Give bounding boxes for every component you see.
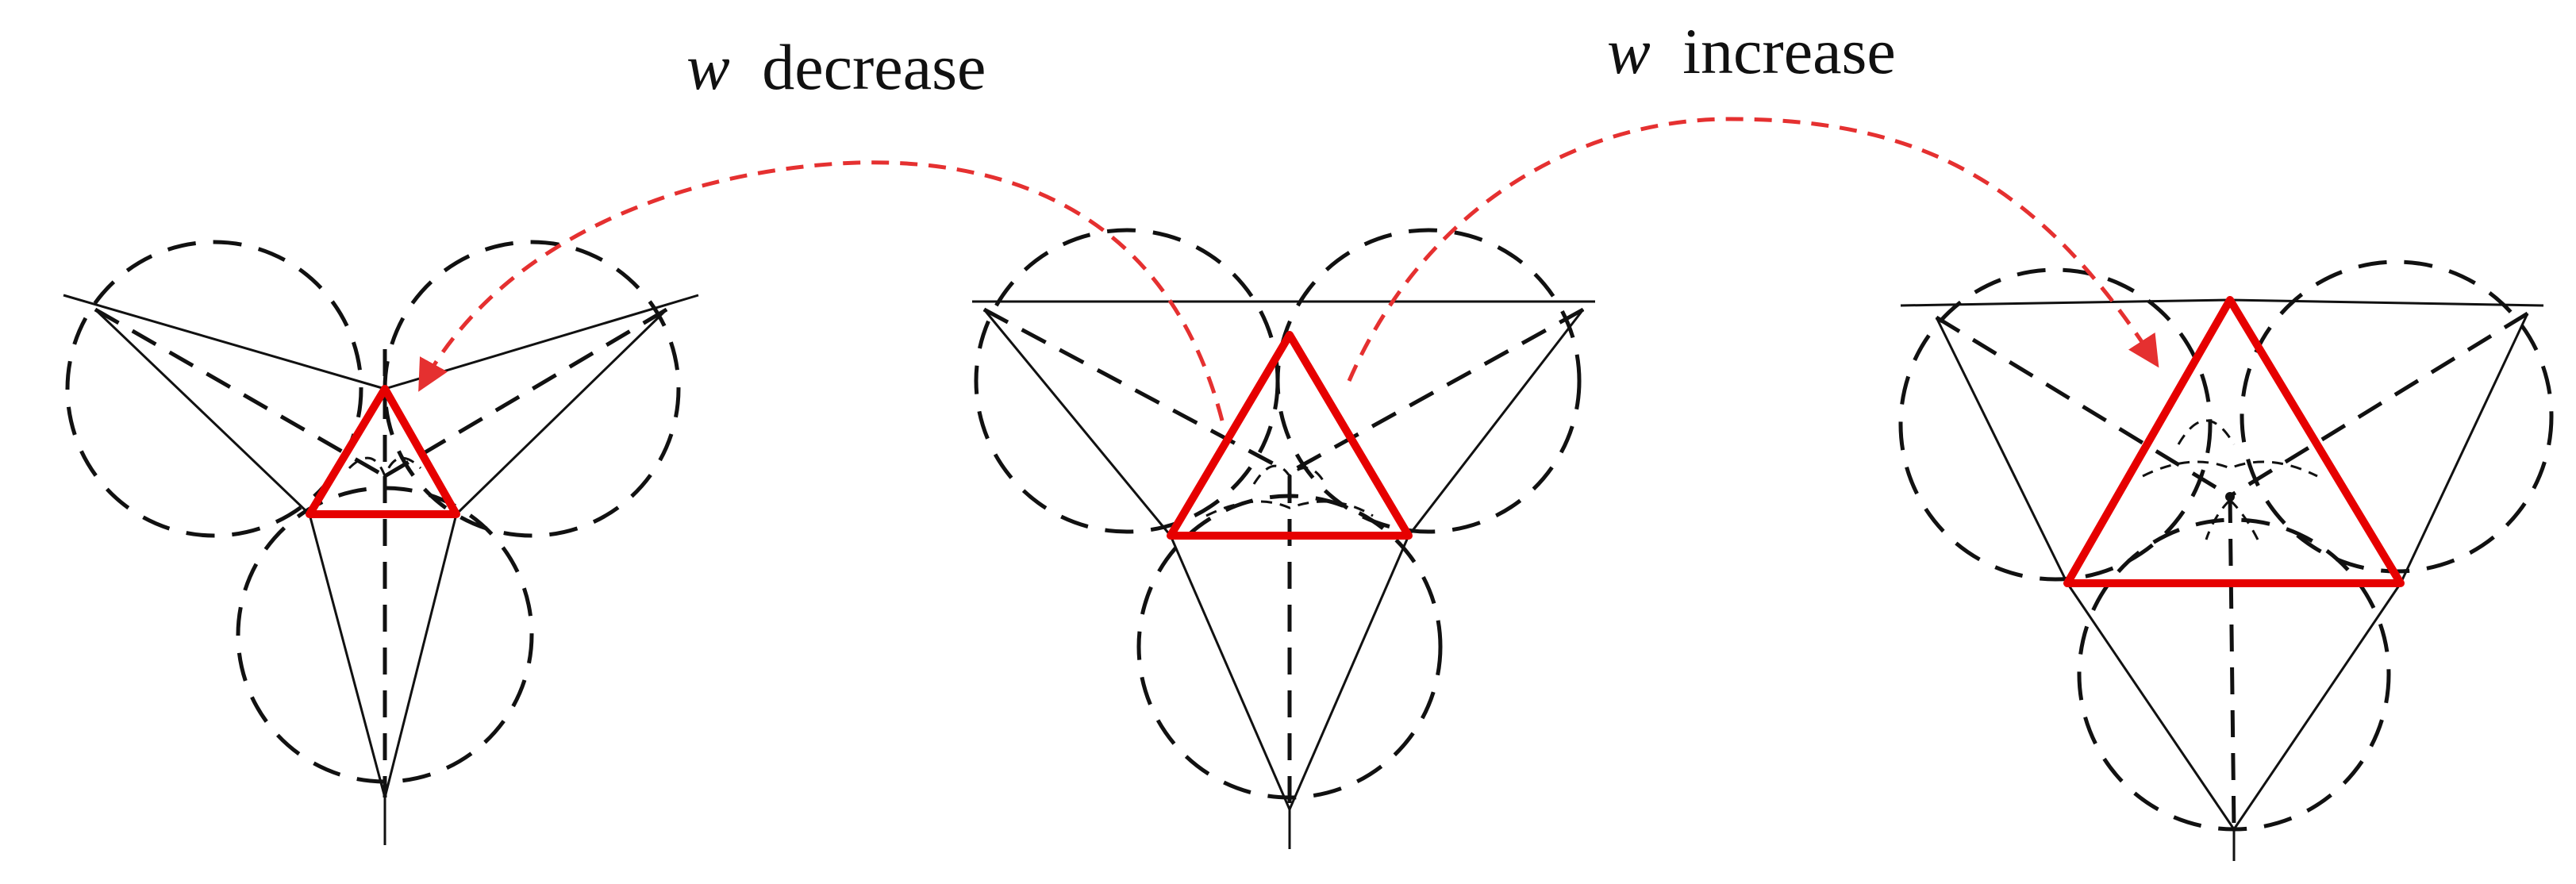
dashed-line xyxy=(1288,307,1585,475)
decrease-label-var: w xyxy=(686,31,730,103)
solid-line xyxy=(2229,298,2544,307)
panel-left xyxy=(63,240,699,845)
transition-arrows xyxy=(418,117,2159,421)
solid-line xyxy=(384,294,699,390)
circle xyxy=(974,228,1280,534)
decrease-label: w decrease xyxy=(686,31,986,103)
dashed-line xyxy=(1935,315,2232,498)
solid-line xyxy=(63,294,386,390)
panel-right-dashed-lines xyxy=(1935,311,2529,830)
solid-line xyxy=(94,308,311,516)
highlight-triangle xyxy=(306,385,460,518)
increase-label: w increase xyxy=(1607,15,1896,87)
decrease-label-text: decrease xyxy=(762,31,986,103)
circle xyxy=(383,240,681,538)
inner-curve xyxy=(348,456,422,480)
dashed-line xyxy=(383,307,668,479)
panel-middle xyxy=(972,228,1595,849)
panel-left-solid-lines xyxy=(63,294,699,845)
inner-curve xyxy=(1205,464,1374,517)
panel-middle-dashed-lines xyxy=(982,307,1585,809)
dashed-line xyxy=(982,307,1283,471)
circle xyxy=(1275,228,1582,534)
dashed-line xyxy=(2228,311,2529,498)
circle xyxy=(65,240,363,538)
increase-arrow xyxy=(1347,117,2159,382)
solid-line xyxy=(1169,535,1291,810)
solid-line xyxy=(2232,582,2402,830)
panel-middle-circles xyxy=(974,228,1582,800)
dashed-line xyxy=(94,307,386,479)
decrease-arrow xyxy=(418,160,1225,421)
solid-line xyxy=(383,513,458,798)
solid-line xyxy=(1900,298,2231,307)
panel-left-dashed-lines xyxy=(94,307,668,798)
solid-line xyxy=(2066,582,2236,830)
solid-line xyxy=(2399,313,2529,584)
increase-label-var: w xyxy=(1607,15,1651,87)
solid-line xyxy=(1935,317,2069,584)
highlight-triangle xyxy=(1167,331,1413,540)
dashed-line xyxy=(2228,495,2236,830)
solid-line xyxy=(982,309,1172,536)
highlight-triangle xyxy=(2063,296,2405,587)
panel-right-circles xyxy=(1898,259,2554,832)
solid-line xyxy=(308,513,386,798)
panel-right-solid-lines xyxy=(1900,298,2544,861)
circle xyxy=(2240,259,2554,574)
increase-label-text: increase xyxy=(1682,15,1896,87)
panel-middle-solid-lines xyxy=(972,300,1595,849)
solid-line xyxy=(1288,535,1410,810)
solid-line xyxy=(455,308,668,516)
circle xyxy=(1898,267,2213,582)
solid-line xyxy=(1407,309,1585,536)
center-point xyxy=(2225,492,2235,502)
panel-right xyxy=(1898,259,2554,861)
